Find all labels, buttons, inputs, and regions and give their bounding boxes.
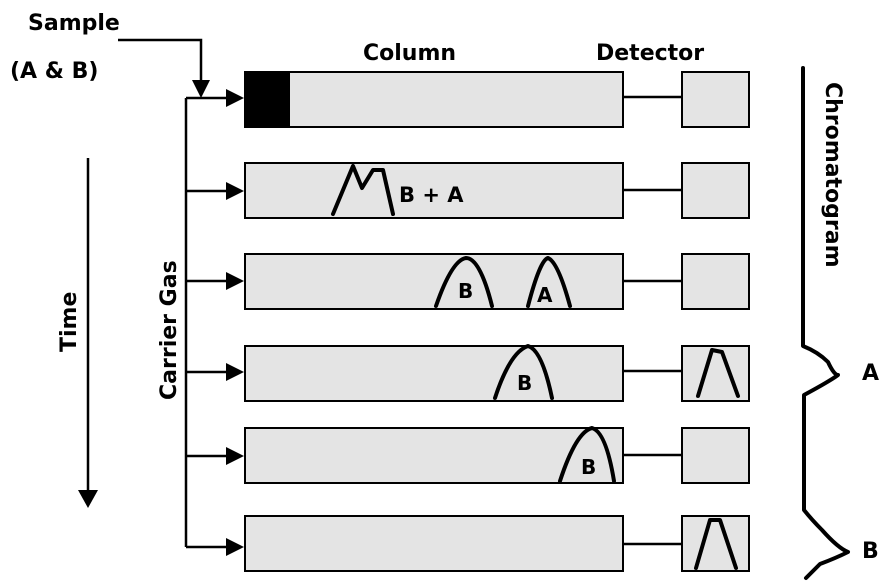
sample-injection-line (118, 38, 203, 82)
column-row-4: B (244, 344, 750, 402)
detector-peak-b (694, 518, 738, 570)
detector-box (681, 253, 750, 310)
column-tube (244, 515, 624, 572)
column-tube (244, 253, 624, 310)
time-label: Time (57, 292, 82, 352)
column-tube (244, 345, 624, 402)
column-tube (244, 71, 624, 128)
band-b-label: B (517, 371, 532, 395)
sample-label: Sample (28, 11, 120, 36)
chromatogram-label: Chromatogram (820, 82, 845, 268)
sample-sub-label: (A & B) (10, 59, 98, 84)
sample-injection-arrowhead (192, 80, 210, 98)
column-row-3: B A (244, 253, 750, 310)
band-b-peak (493, 344, 554, 400)
band-b-label: B (581, 455, 596, 479)
column-row-5: B (244, 426, 750, 484)
detector-box (681, 427, 750, 484)
mixed-band-peak (331, 164, 395, 216)
detector-peak-a (696, 348, 740, 398)
feed-arrowhead-1 (226, 89, 244, 107)
band-b-label: B (458, 279, 473, 303)
chromatogram-peak-b-label: B (862, 539, 879, 564)
time-arrow-head (78, 490, 98, 508)
feed-arrowhead-3 (226, 272, 244, 290)
mixed-band-label: B + A (399, 183, 464, 207)
detector-box (681, 71, 750, 128)
band-b-peak (558, 426, 616, 483)
column-row-1 (244, 71, 750, 128)
feed-arrowhead-6 (226, 538, 244, 556)
feed-arrowhead-5 (226, 447, 244, 465)
band-a-label: A (537, 283, 553, 307)
chromatogram-trace (801, 66, 850, 580)
column-tube (244, 427, 624, 484)
detector-box (681, 345, 750, 402)
detector-header: Detector (596, 41, 704, 66)
band-a-peak (526, 256, 572, 308)
column-row-6 (244, 515, 750, 572)
detector-box (681, 515, 750, 572)
feed-arrowhead-2 (226, 182, 244, 200)
carrier-gas-label: Carrier Gas (157, 260, 182, 400)
sample-plug (245, 72, 290, 127)
column-row-2: B + A (244, 162, 750, 219)
band-b-peak (434, 256, 494, 308)
column-header: Column (363, 41, 456, 66)
detector-box (681, 162, 750, 219)
feed-arrowhead-4 (226, 363, 244, 381)
chromatogram-peak-a-label: A (862, 361, 879, 386)
